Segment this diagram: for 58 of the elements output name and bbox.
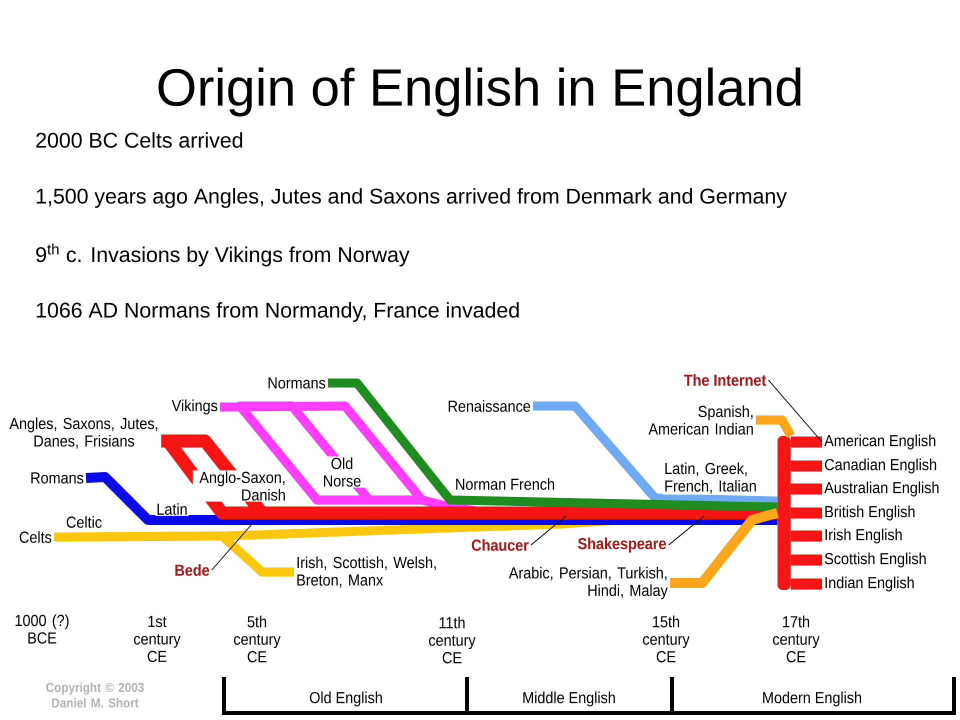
origin-label: Angles, Saxons, Jutes, Danes, Frisians <box>9 417 158 449</box>
title: Origin of English in England <box>158 68 800 116</box>
history-note: 1066 AD Normans from Normandy, France invaded <box>36 302 519 322</box>
era-label: Middle English <box>523 692 615 706</box>
route-line <box>161 434 778 520</box>
route-line <box>533 402 778 506</box>
leader-line <box>768 380 822 442</box>
origin-label: Spanish, American Indian <box>648 405 753 435</box>
branch-line <box>790 484 822 494</box>
callout-label: The Internet <box>684 374 766 386</box>
line-label: Old Norse <box>318 456 366 488</box>
era-label: Old English <box>310 692 382 706</box>
history-note: 1,500 years ago Angles, Jutes and Saxons arrived from Denmark and Germany <box>36 188 787 208</box>
leader-line <box>668 516 704 546</box>
variety-label: Australian English <box>824 482 938 496</box>
branch-line <box>790 436 822 448</box>
leader-line <box>211 524 252 570</box>
route-line <box>756 416 795 438</box>
branch-line <box>790 508 822 518</box>
line-label: Latin <box>155 502 189 516</box>
origin-label: Renaissance <box>448 400 530 412</box>
branch-line <box>790 578 822 590</box>
variety-label: Scottish English <box>824 552 926 568</box>
language-label: Irish, Scottish, Welsh, Breton, Manx <box>297 556 436 588</box>
line-label: Celtic <box>65 515 103 529</box>
branch-line <box>790 530 822 542</box>
route-line <box>54 532 294 576</box>
line-label: Latin, Greek, French, Italian <box>663 461 762 495</box>
junction-bar <box>778 436 791 590</box>
callout-label: Chaucer <box>472 539 529 551</box>
callout-label: Shakespeare <box>578 538 666 552</box>
branch-line <box>790 460 822 472</box>
period-label: 1000 (?) BCE <box>16 614 69 644</box>
line-label: Anglo-Saxon, Danish <box>192 470 287 502</box>
origin-label: Normans <box>268 377 326 389</box>
route-line <box>86 472 778 525</box>
period-label: 1st century CE <box>134 616 181 662</box>
origin-label: Romans <box>31 472 84 484</box>
period-label: 17th century CE <box>773 616 820 662</box>
variety-label: British English <box>825 506 914 520</box>
variety-label: Irish English <box>826 528 902 544</box>
origin-label: Celts <box>20 531 52 543</box>
branch-line <box>790 554 822 566</box>
callout-label: Bede <box>175 564 210 576</box>
line-label: Norman French <box>454 477 556 491</box>
period-label: 5th century CE <box>234 616 281 662</box>
history-note: 2000 BC Celts arrived <box>36 132 242 148</box>
language-label: Arabic, Persian, Turkish, Hindi, Malay <box>508 566 668 600</box>
period-label: 11th century CE <box>429 616 476 664</box>
history-note: 9$^{th}$ c. Invasions by Vikings from Norway <box>36 244 410 266</box>
era-label: Modern English <box>763 692 862 706</box>
copyright-note: Copyright © 2003 Daniel M. Short <box>46 682 144 708</box>
leader-line <box>530 516 566 546</box>
variety-label: Indian English <box>826 576 914 592</box>
origin-label: Vikings <box>172 400 218 414</box>
variety-label: American English <box>824 434 936 450</box>
variety-label: Canadian English <box>824 458 936 474</box>
period-label: 15th century CE <box>643 616 690 662</box>
